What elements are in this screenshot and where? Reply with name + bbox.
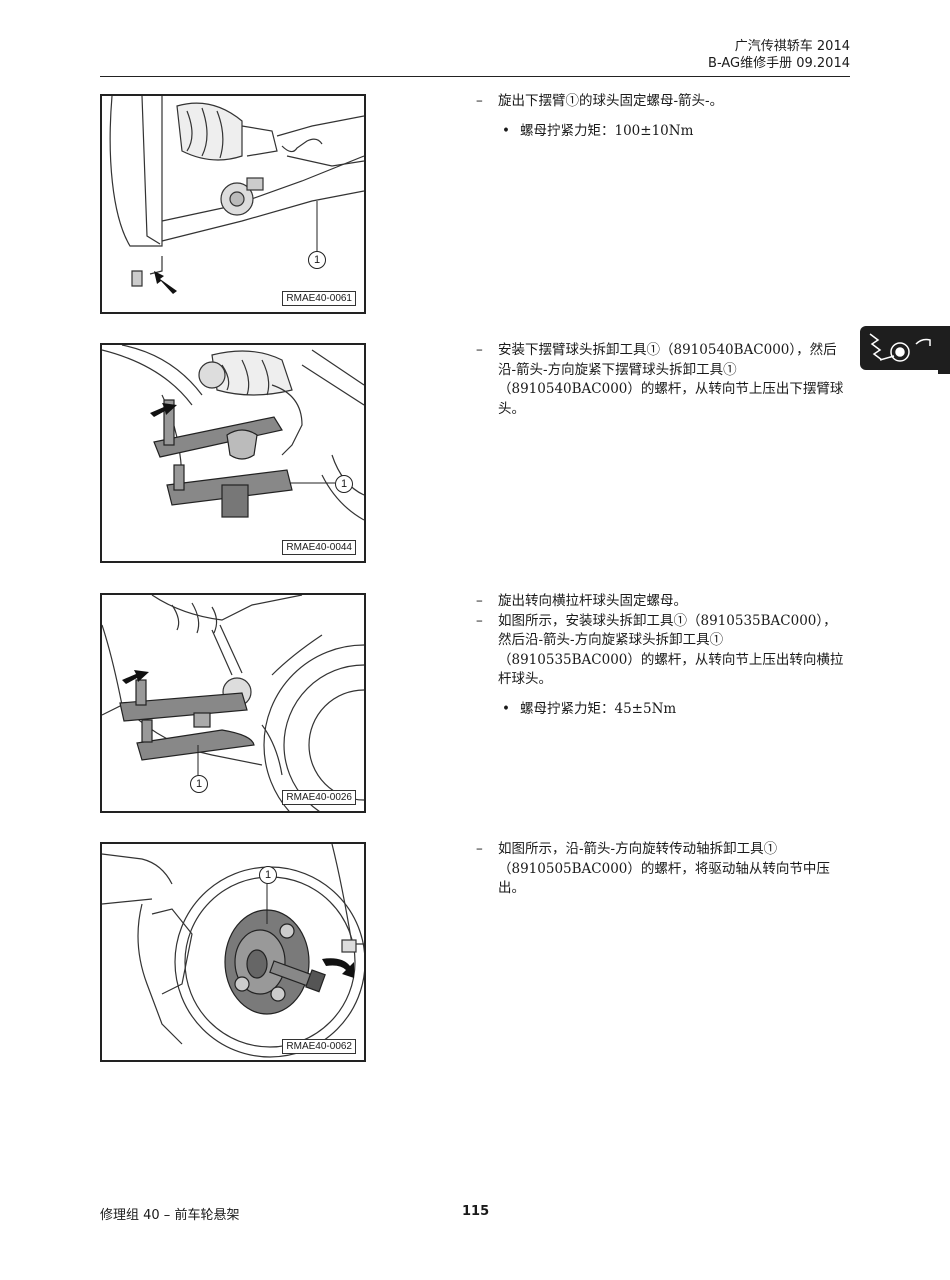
figure-lower-arm-puller: 1 RMAE40-0044: [100, 343, 366, 563]
figure-label: RMAE40-0026: [282, 790, 356, 805]
figure-label: RMAE40-0062: [282, 1039, 356, 1054]
instruction-step: – 安装下摆臂球头拆卸工具①（8910540BAC000），然后沿-箭头-方向旋…: [476, 341, 848, 419]
figure-label: RMAE40-0044: [282, 540, 356, 555]
header-subtitle: B-AG维修手册 09.2014: [708, 56, 850, 71]
torque-text: 螺母拧紧力矩：100±10Nm: [520, 122, 694, 139]
figure-lower-arm-nut: 1 RMAE40-0061: [100, 94, 366, 314]
step-text: 如图所示，沿-箭头-方向旋转传动轴拆卸工具①（8910505BAC000）的螺杆…: [498, 841, 830, 896]
footer-chapter: 修理组 40 – 前车轮悬架: [100, 1208, 240, 1223]
header-title: 广汽传祺轿车 2014: [734, 39, 850, 54]
lower-arm-puller-illustration: [102, 345, 364, 521]
callout-number: 1: [335, 475, 353, 493]
step-text: 安装下摆臂球头拆卸工具①（8910540BAC000），然后沿-箭头-方向旋紧下…: [498, 342, 844, 417]
suspension-icon: [869, 333, 931, 362]
dash-mark: –: [476, 342, 483, 358]
figure-tie-rod-puller: 1 RMAE40-0026: [100, 593, 366, 813]
instruction-step: – 如图所示，沿-箭头-方向旋转传动轴拆卸工具①（8910505BAC000）的…: [476, 840, 848, 899]
chapter-tab-edge: [938, 326, 950, 374]
dash-mark: –: [476, 841, 483, 857]
chapter-tab: [860, 326, 938, 370]
dash-mark: –: [476, 612, 483, 629]
header-divider: [100, 76, 850, 77]
instruction-section-3: – 旋出转向横拉杆球头固定螺母。 – 如图所示，安装球头拆卸工具①（891053…: [476, 592, 848, 719]
dash-mark: –: [476, 593, 483, 609]
step-text: 旋出下摆臂①的球头固定螺母-箭头-。: [498, 93, 724, 109]
figure-driveshaft-puller: 1 RMAE40-0062: [100, 842, 366, 1062]
figure-label: RMAE40-0061: [282, 291, 356, 306]
step-text: 如图所示，安装球头拆卸工具①（8910535BAC000），然后沿-箭头-方向旋…: [498, 612, 844, 688]
callout-number: 1: [190, 775, 208, 793]
lower-arm-illustration: [109, 96, 364, 294]
torque-text: 螺母拧紧力矩：45±5Nm: [520, 700, 677, 717]
instruction-section-2: – 安装下摆臂球头拆卸工具①（8910540BAC000），然后沿-箭头-方向旋…: [476, 341, 848, 419]
instruction-step: – 如图所示，安装球头拆卸工具①（8910535BAC000），然后沿-箭头-方…: [476, 612, 848, 690]
callout-number: 1: [308, 251, 326, 269]
instruction-section-1: – 旋出下摆臂①的球头固定螺母-箭头-。 • 螺母拧紧力矩：100±10Nm: [476, 92, 856, 141]
instruction-section-4: – 如图所示，沿-箭头-方向旋转传动轴拆卸工具①（8910505BAC000）的…: [476, 840, 848, 899]
page-header: 广汽传祺轿车 2014 B-AG维修手册 09.2014: [708, 38, 850, 72]
callout-number: 1: [259, 866, 277, 884]
step-text: 旋出转向横拉杆球头固定螺母。: [498, 593, 687, 609]
instruction-step: – 旋出下摆臂①的球头固定螺母-箭头-。: [476, 92, 856, 112]
tie-rod-puller-illustration: [102, 595, 364, 811]
torque-spec: • 螺母拧紧力矩：45±5Nm: [476, 700, 848, 720]
dash-mark: –: [476, 93, 483, 109]
bullet-mark: •: [502, 122, 510, 139]
bullet-mark: •: [502, 700, 510, 717]
instruction-step: – 旋出转向横拉杆球头固定螺母。: [476, 592, 848, 612]
page-number: 115: [462, 1204, 490, 1219]
driveshaft-puller-illustration: [102, 844, 364, 1058]
torque-spec: • 螺母拧紧力矩：100±10Nm: [476, 122, 856, 142]
